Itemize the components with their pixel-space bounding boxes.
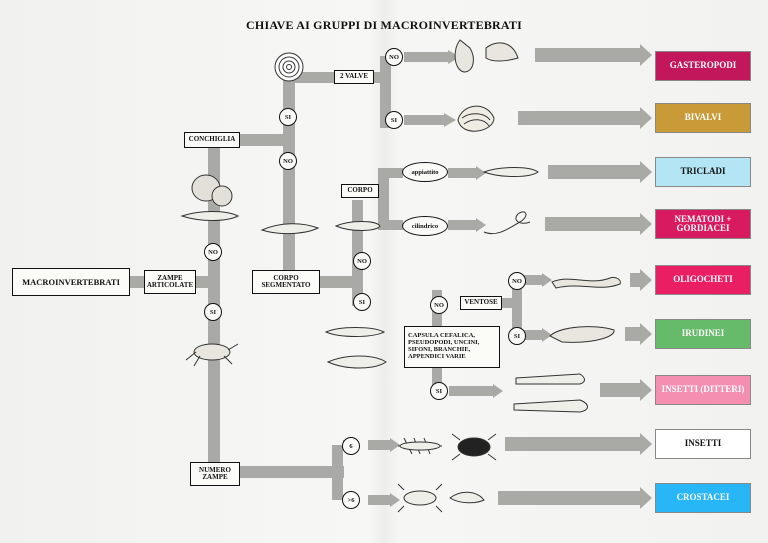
box-ventose: VENTOSE [460, 296, 502, 310]
spiral-shell-icon [274, 52, 304, 82]
diptera-larva-icon-2 [513, 399, 588, 413]
arrow-insetti [505, 433, 652, 455]
segmented-larva-icon-1 [180, 211, 240, 221]
result-bivalvi: BIVALVI [655, 103, 751, 133]
node-no-zampe: NO [204, 243, 222, 261]
node-si-segmentato: SI [353, 293, 371, 311]
arrow-ditteri [600, 379, 652, 401]
box-zampe-articolate: ZAMPE ARTICOLATE [144, 270, 196, 294]
isopod-icon [397, 483, 443, 513]
arrow-bivalvi [518, 107, 652, 129]
box-numero-zampe: NUMERO ZAMPE [190, 462, 240, 486]
result-oligocheti: OLIGOCHETI [655, 265, 751, 295]
box-corpo-segmentato: CORPO SEGMENTATO [252, 270, 320, 294]
result-irudinei: IRUDINEI [655, 319, 751, 349]
arrow-gasteropodi [535, 44, 652, 66]
node-no-ventose: NO [508, 272, 526, 290]
node-no-segmentato: NO [353, 252, 371, 270]
result-tricladi: TRICLADI [655, 157, 751, 187]
arrow-tricladi [548, 161, 652, 183]
result-insetti: INSETTI [655, 429, 751, 459]
arrow-crostacei [498, 487, 652, 509]
result-crostacei-label: CROSTACEI [676, 492, 730, 503]
amphipod-icon [449, 491, 485, 504]
arthropod-icon [185, 343, 239, 367]
organism-drawings [180, 39, 621, 513]
result-crostacei: CROSTACEI [655, 483, 751, 513]
result-bivalvi-label: BIVALVI [684, 112, 722, 123]
result-insetti-ditteri: INSETTI (DITTERI) [655, 375, 751, 405]
box-2-valve: 2 VALVE [334, 70, 374, 84]
leech-icon [549, 326, 615, 343]
oligochaete-icon [551, 277, 621, 289]
diptera-larva-icon-1 [515, 373, 585, 385]
arrow-nematodi [545, 213, 652, 235]
snails-cluster-icon [191, 174, 233, 207]
node-more-six-legs: >6 [342, 491, 360, 509]
bivalve-shell-icon [457, 105, 495, 132]
result-gasteropodi: GASTEROPODI [655, 51, 751, 81]
node-si-valve: SI [385, 111, 403, 129]
box-capsula-cefalica: CAPSULA CEFALICA, PSEUDOPODI, UNCINI, SI… [404, 326, 500, 368]
node-si-conchiglia: SI [279, 108, 297, 126]
node-no-capsula: NO [430, 296, 448, 314]
result-insetti-ditteri-label: INSETTI (DITTERI) [661, 384, 745, 395]
segmented-larva-icon-4 [326, 355, 387, 369]
node-no-conchiglia: NO [279, 152, 297, 170]
mayfly-nymph-icon [398, 437, 442, 455]
box-conchiglia: CONCHIGLIA [184, 132, 240, 148]
node-appiattito: appiattito [402, 162, 448, 182]
nematode-icon [483, 211, 531, 235]
node-si-capsula: SI [430, 382, 448, 400]
result-oligocheti-label: OLIGOCHETI [673, 274, 733, 285]
snail-shell-icon [454, 39, 519, 73]
arrow-irudinei [625, 323, 652, 345]
node-six-legs: 6 [342, 437, 360, 455]
result-tricladi-label: TRICLADI [680, 166, 726, 177]
result-nematodi-gordiacei-label: NEMATODI + GORDIACEI [674, 213, 732, 233]
box-macroinvertebrati: MACROINVERTEBRATI [12, 268, 130, 296]
result-irudinei-label: IRUDINEI [681, 328, 725, 339]
arrow-oligocheti [630, 269, 652, 291]
segmented-larva-icon-3 [324, 327, 386, 337]
node-si-ventose: SI [508, 327, 526, 345]
planarian-left-icon [334, 221, 381, 231]
node-no-valve: NO [385, 48, 403, 66]
diagram-title: CHIAVE AI GRUPPI DI MACROINVERTEBRATI [246, 18, 522, 32]
result-nematodi-gordiacei: NEMATODI + GORDIACEI [655, 209, 751, 239]
beetle-icon [451, 433, 497, 461]
segmented-larva-icon-2 [260, 223, 320, 235]
node-si-zampe: SI [204, 303, 222, 321]
node-cilindrico: cilindrico [402, 216, 448, 236]
box-corpo: CORPO [341, 184, 379, 198]
result-insetti-label: INSETTI [684, 438, 722, 449]
result-gasteropodi-label: GASTEROPODI [669, 60, 737, 71]
result-arrows [208, 44, 652, 509]
planarian-icon [482, 167, 539, 177]
